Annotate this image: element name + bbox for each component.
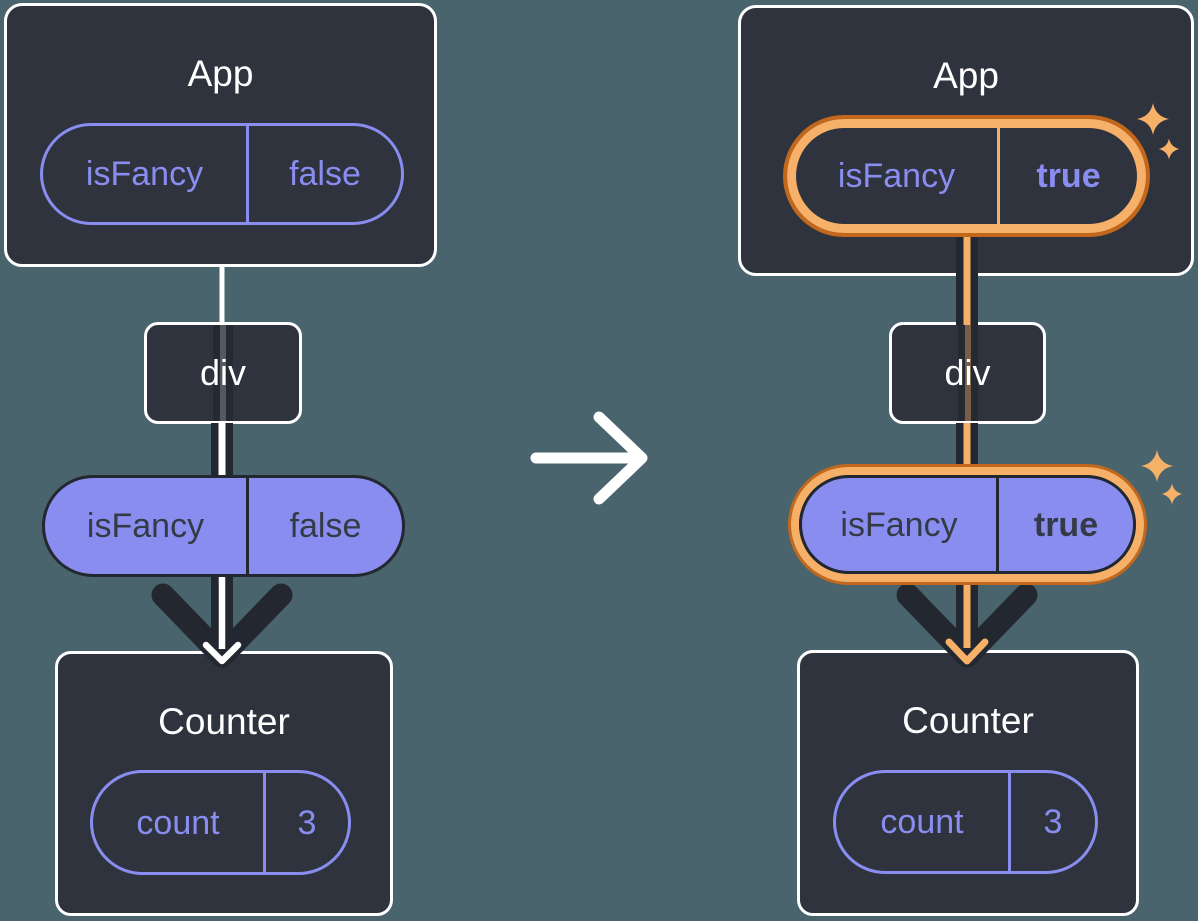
pass-through-stripe <box>213 325 233 421</box>
pill-divider <box>246 478 249 574</box>
component-box-counter-before: Counter count 3 <box>55 651 393 916</box>
state-key: isFancy <box>85 155 204 193</box>
component-box-app-before: App isFancy false <box>4 3 437 267</box>
state-pill-before: isFancy false <box>40 123 404 225</box>
state-key: isFancy <box>837 157 956 195</box>
component-title: App <box>933 55 999 96</box>
component-box-div-after: div <box>889 322 1046 424</box>
state-value: true <box>1036 157 1101 195</box>
component-title: Counter <box>902 700 1034 741</box>
state-value: false <box>289 155 361 193</box>
state-value: 3 <box>1043 803 1063 841</box>
pass-through-stripe <box>957 325 978 421</box>
component-box-counter-after: Counter count 3 <box>797 650 1139 916</box>
component-box-div-before: div <box>144 322 302 424</box>
pill-divider <box>263 773 266 872</box>
pill-divider <box>997 128 1000 224</box>
prop-key: isFancy <box>840 505 958 544</box>
prop-pill-after: isFancy true <box>799 475 1136 574</box>
component-title: div <box>199 352 247 393</box>
prop-pill-after-highlighted: isFancy true <box>788 464 1147 585</box>
component-title: App <box>187 53 254 94</box>
prop-value: true <box>1033 505 1099 544</box>
state-value: 3 <box>297 803 317 842</box>
pill-divider <box>1008 773 1011 871</box>
state-key: count <box>880 803 964 841</box>
state-key: count <box>136 803 220 842</box>
state-pill-after-highlighted: isFancy true <box>783 115 1150 237</box>
state-pill-after: isFancy true <box>796 128 1137 224</box>
pill-divider <box>246 126 249 222</box>
counter-state-pill-after: count 3 <box>833 770 1098 874</box>
component-title: Counter <box>158 701 290 742</box>
prop-pill-before: isFancy false <box>42 475 405 577</box>
highlight-ring: isFancy true <box>791 467 1144 582</box>
prop-value: false <box>289 507 362 545</box>
component-title: div <box>944 352 991 393</box>
pill-divider <box>996 478 999 571</box>
highlight-ring: isFancy true <box>787 119 1146 233</box>
counter-state-pill-before: count 3 <box>90 770 351 875</box>
prop-key: isFancy <box>86 507 205 545</box>
